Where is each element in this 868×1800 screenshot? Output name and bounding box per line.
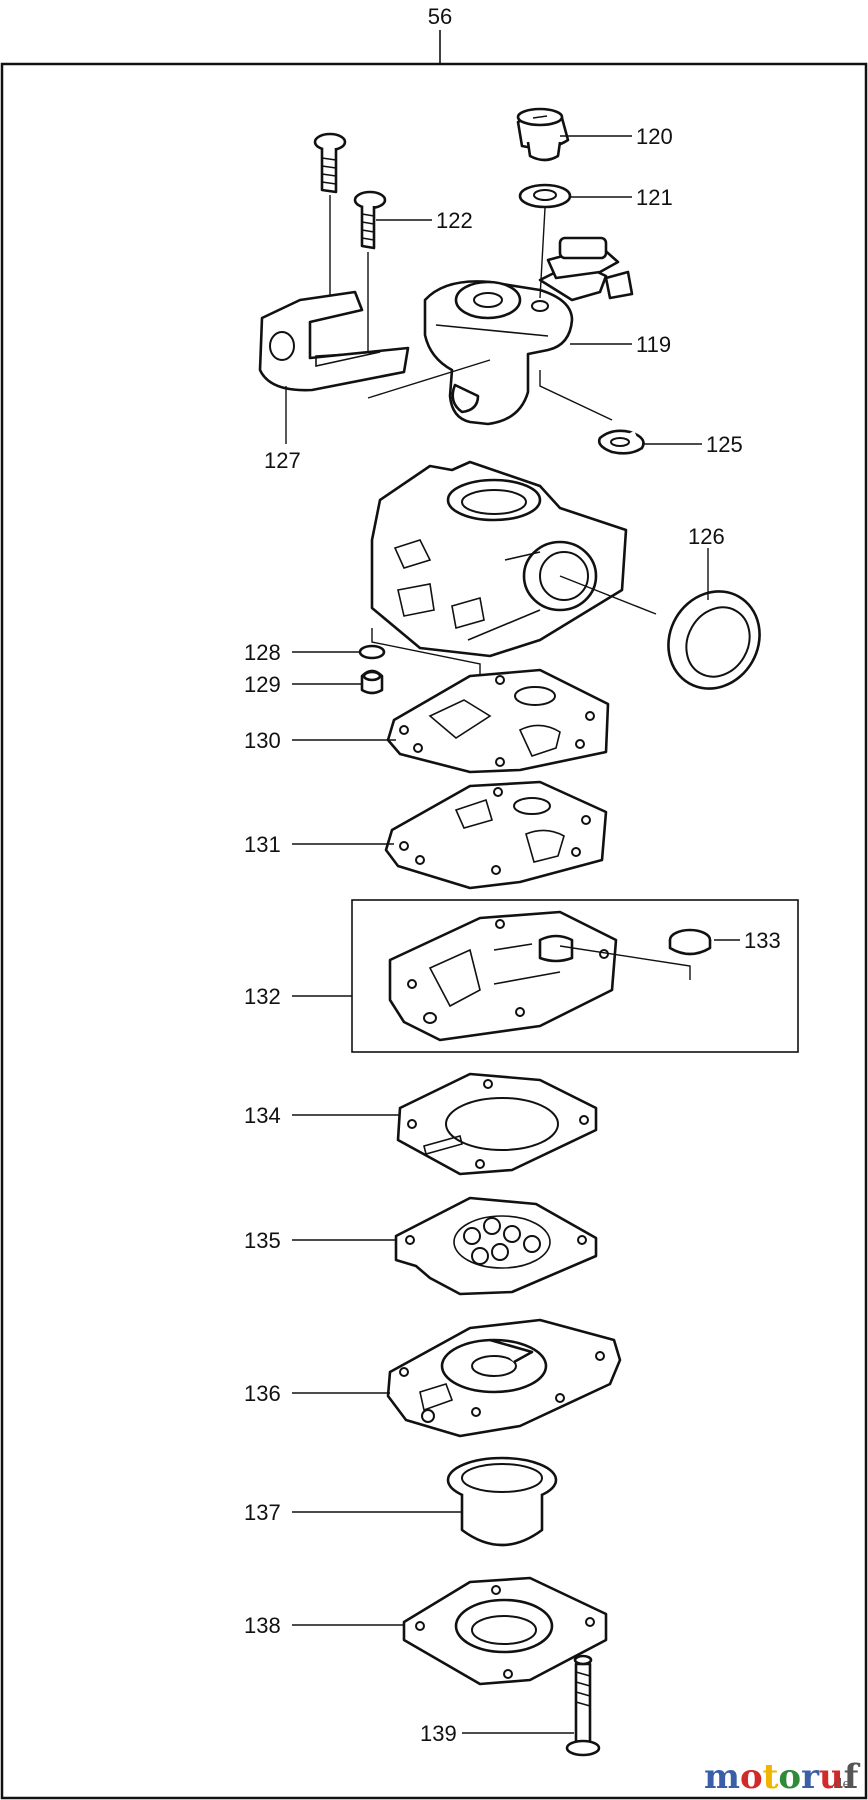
callout-leaders — [285, 135, 740, 1734]
callout-129: 129 — [244, 672, 281, 697]
callout-131: 131 — [244, 832, 281, 857]
callout-136: 136 — [244, 1381, 281, 1406]
callout-128: 128 — [244, 640, 281, 665]
part-127-bracket — [258, 290, 410, 392]
bracket-screw — [313, 132, 347, 194]
part-128-o-ring — [358, 644, 386, 660]
group-label: 56 — [428, 4, 452, 29]
watermark-letter: o — [740, 1757, 763, 1797]
motoruf-watermark-logo: motoruf .de — [704, 1757, 861, 1797]
callout-138: 138 — [244, 1613, 281, 1638]
part-122-screw — [353, 190, 387, 250]
part-121-washer — [518, 183, 572, 209]
callout-130: 130 — [244, 728, 281, 753]
diagram-frame — [0, 62, 868, 1800]
part-126-seal — [667, 590, 761, 690]
part-132-pump-body — [388, 910, 618, 1042]
watermark-letter: o — [778, 1757, 801, 1797]
callout-126: 126 — [688, 524, 725, 549]
part-131-gasket — [384, 780, 608, 890]
watermark-letter: u — [819, 1757, 844, 1797]
part-132-kit-box — [351, 899, 799, 1053]
callout-139: 139 — [420, 1721, 457, 1746]
callout-134: 134 — [244, 1103, 281, 1128]
part-136-cover — [386, 1318, 622, 1438]
callout-133: 133 — [744, 928, 781, 953]
callout-135: 135 — [244, 1228, 281, 1253]
part-138-retainer — [402, 1576, 608, 1686]
part-135-diaphragm — [394, 1196, 598, 1296]
callout-137: 137 — [244, 1500, 281, 1525]
watermark-letter: t — [763, 1757, 779, 1797]
part-134-gasket — [396, 1072, 598, 1176]
part-125-clip — [597, 429, 645, 455]
watermark-brand: motoruf — [704, 1757, 861, 1797]
part-139-screw — [565, 1654, 601, 1757]
callout-120: 120 — [636, 124, 673, 149]
part-133-plug — [668, 928, 712, 956]
callout-132: 132 — [244, 984, 281, 1009]
callout-122: 122 — [436, 208, 473, 233]
callout-127: 127 — [264, 448, 301, 473]
part-137-primer-cup — [446, 1456, 558, 1547]
watermark-suffix: .de — [830, 1777, 850, 1792]
callout-119: 119 — [636, 332, 671, 357]
watermark-letter: f — [844, 1757, 861, 1797]
watermark-letter: r — [801, 1757, 820, 1797]
callout-numbers: 120 121 122 119 125 127 126 128 129 130 … — [244, 124, 781, 1746]
part-120-cap — [516, 107, 570, 162]
part-129-needle — [360, 669, 384, 695]
watermark-letter: m — [704, 1757, 740, 1797]
part-119-throttle-assembly — [423, 236, 634, 426]
part-130-gasket — [386, 668, 610, 774]
carburetor-body — [370, 460, 628, 658]
callout-125: 125 — [706, 432, 743, 457]
callout-121: 121 — [636, 185, 673, 210]
